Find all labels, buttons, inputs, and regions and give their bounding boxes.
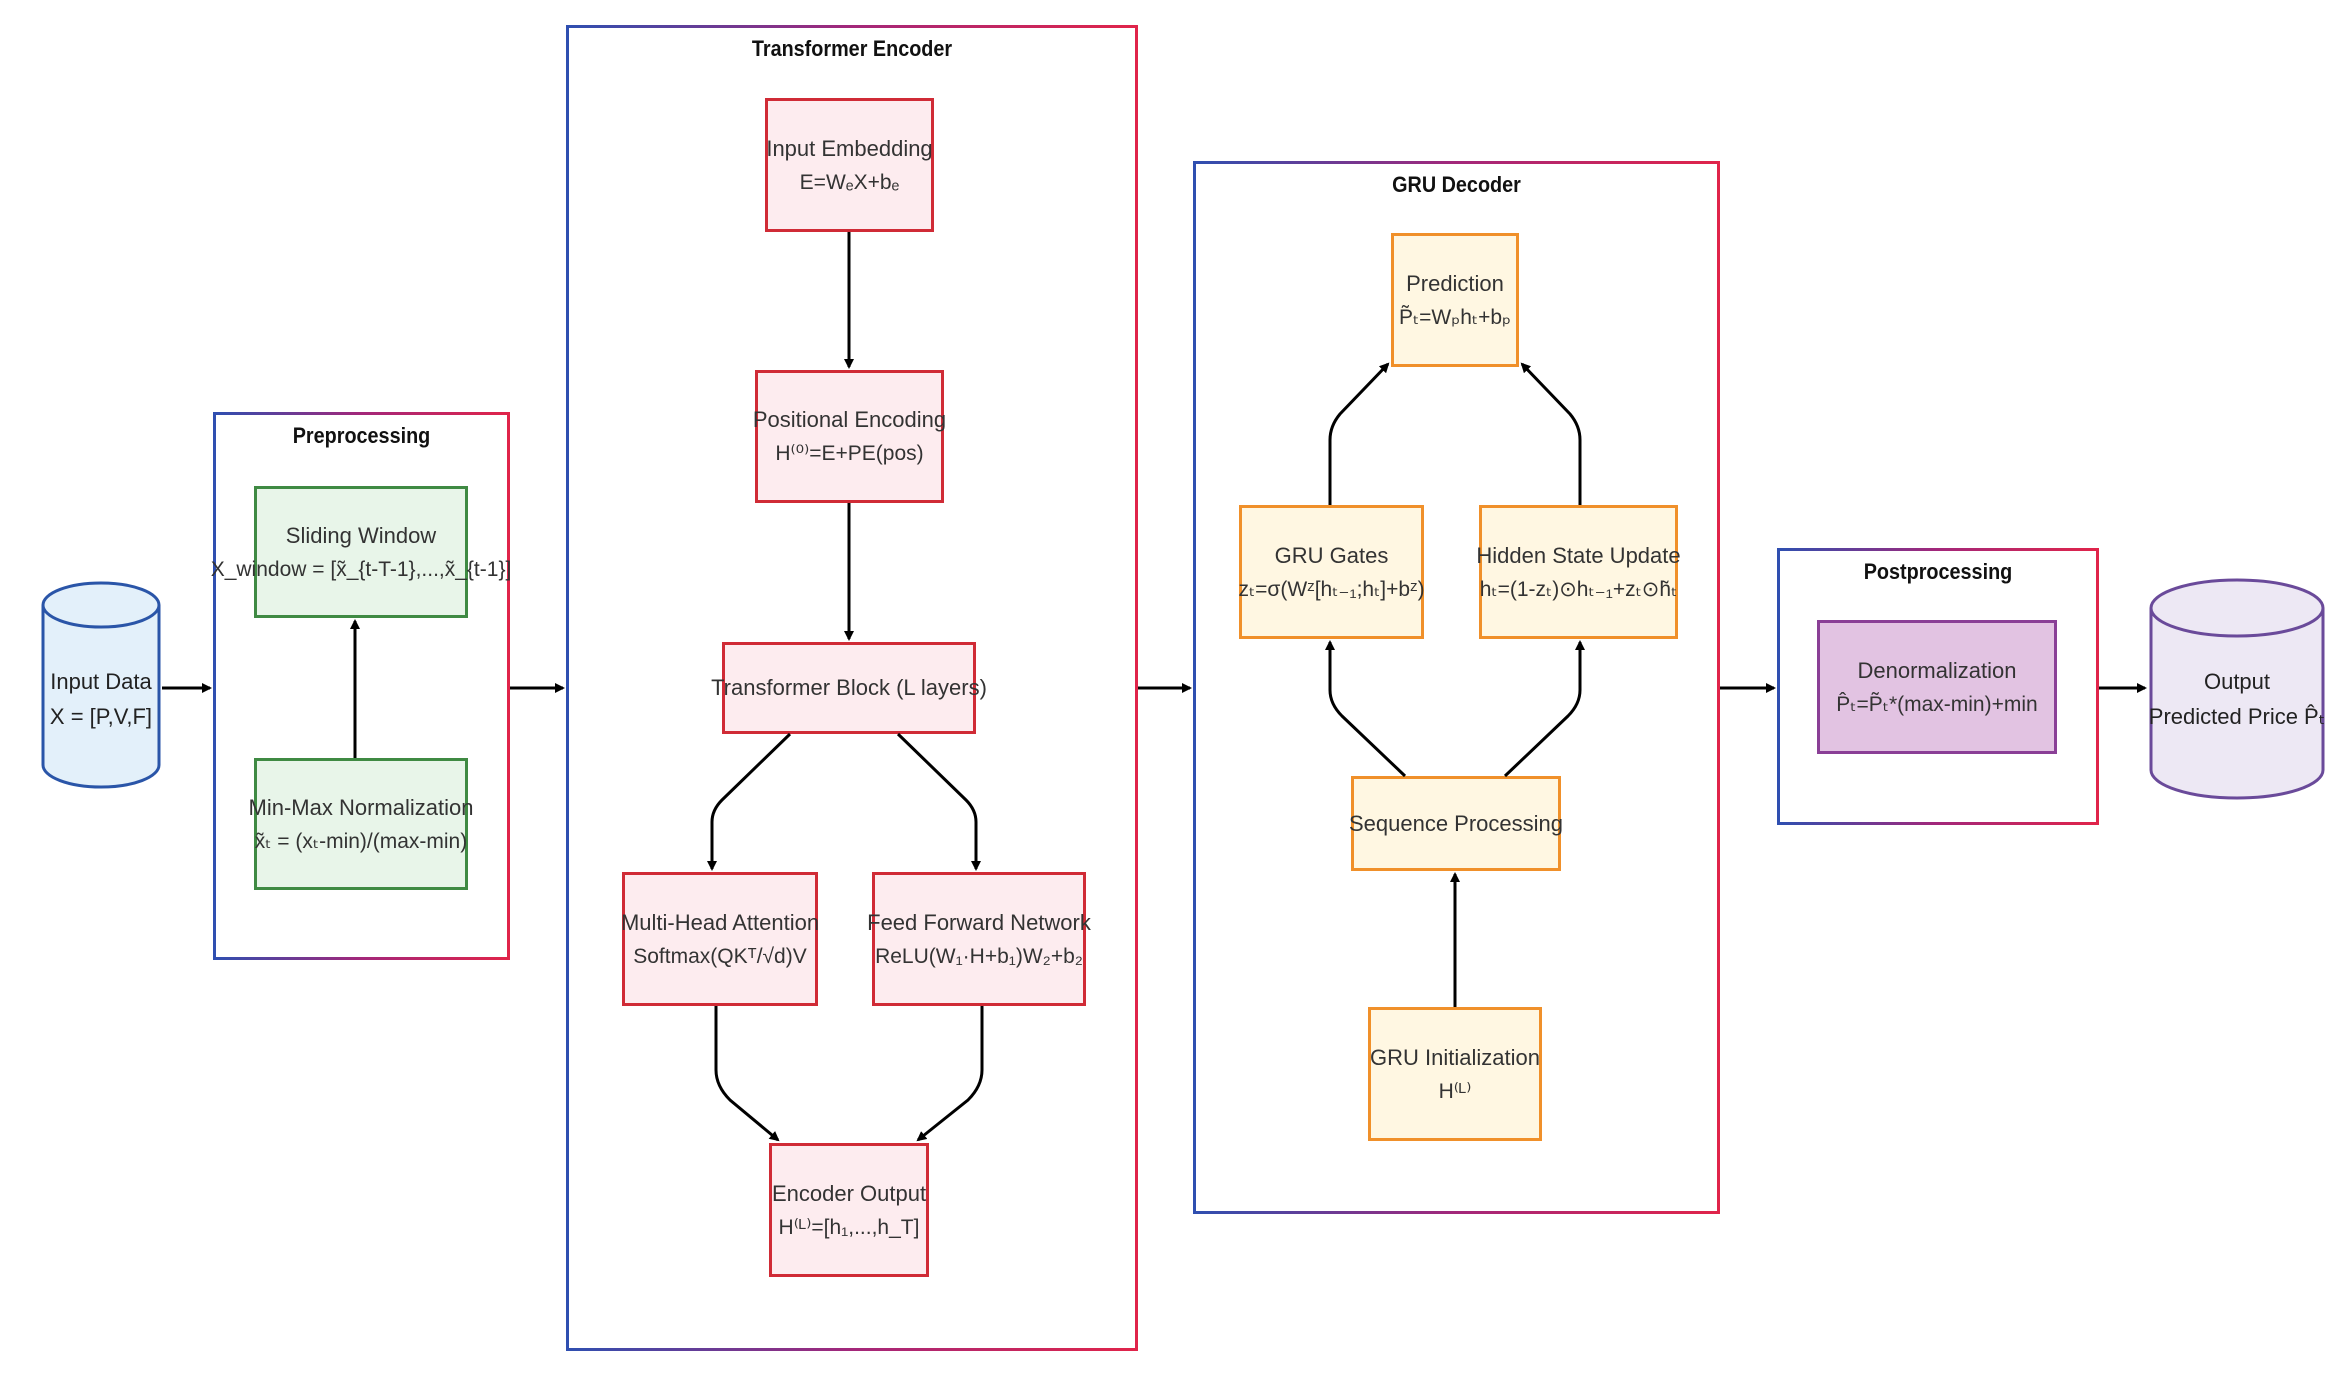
arrow-ffn-to-output — [916, 1006, 984, 1142]
hidden-state-formula: hₜ=(1-zₜ)⊙hₜ₋₁+zₜ⊙h̃ₜ — [1479, 577, 1678, 601]
encoder-output-node: Encoder Output H⁽ᴸ⁾=[h₁,...,h_T] — [769, 1143, 929, 1277]
input-cylinder-shape — [41, 581, 161, 789]
input-embedding-node: Input Embedding E=WₑX+bₑ — [765, 98, 934, 232]
transformer-block-title: Transformer Block (L layers) — [711, 675, 987, 701]
positional-encoding-formula: H⁽⁰⁾=E+PE(pos) — [775, 442, 924, 466]
output-title: Output — [2203, 669, 2271, 694]
sliding-window-node: Sliding Window X_window = [x̃_{t-T-1},..… — [211, 486, 511, 618]
arrow-hidden-to-prediction — [1520, 362, 1582, 505]
prediction-node: Prediction P̃ₜ=Wₚhₜ+bₚ — [1391, 233, 1519, 367]
positional-encoding-title: Positional Encoding — [752, 407, 947, 433]
normalization-node: Min-Max Normalization x̃ₜ = (xₜ-min)/(ma… — [249, 758, 473, 890]
positional-encoding-node: Positional Encoding H⁽⁰⁾=E+PE(pos) — [752, 370, 947, 503]
gru-initialization-node: GRU Initialization H⁽ᴸ⁾ — [1368, 1007, 1542, 1141]
sequence-processing-title: Sequence Processing — [1348, 810, 1564, 836]
sliding-window-formula: X_window = [x̃_{t-T-1},...,x̃_{t-1}] — [210, 557, 512, 581]
arrow-gates-to-prediction — [1328, 362, 1390, 505]
feed-forward-title: Feed Forward Network — [867, 909, 1091, 935]
transformer-encoder-title: Transformer Encoder — [751, 36, 953, 61]
output-cylinder-shape — [2149, 578, 2325, 800]
encoder-output-title: Encoder Output — [771, 1180, 927, 1206]
arrow-attention-to-output — [714, 1006, 780, 1142]
gru-gates-formula: zₜ=σ(Wᶻ[hₜ₋₁;hₜ]+bᶻ) — [1238, 577, 1425, 601]
gru-gates-title: GRU Gates — [1274, 542, 1389, 568]
input-data-cylinder: Input Data X = [P,V,F] — [40, 580, 162, 790]
feed-forward-node: Feed Forward Network ReLU(W₁·H+b₁)W₂+b₂ — [867, 872, 1091, 1006]
input-data-formula: X = [P,V,F] — [49, 704, 153, 730]
gru-gates-node: GRU Gates zₜ=σ(Wᶻ[hₜ₋₁;hₜ]+bᶻ) — [1238, 505, 1425, 639]
prediction-title: Prediction — [1406, 270, 1504, 296]
arrow-sequence-to-gates — [1325, 640, 1407, 778]
encoder-output-formula: H⁽ᴸ⁾=[h₁,...,h_T] — [778, 1215, 920, 1239]
transformer-block-node: Transformer Block (L layers) — [711, 642, 987, 734]
multi-head-attention-title: Multi-Head Attention — [620, 909, 820, 935]
sequence-processing-node: Sequence Processing — [1348, 776, 1564, 871]
gru-initialization-title: GRU Initialization — [1370, 1044, 1540, 1070]
multi-head-attention-formula: Softmax(QKᵀ/√d)V — [633, 944, 807, 968]
hidden-state-title: Hidden State Update — [1476, 542, 1681, 568]
arrow-block-to-ffn — [896, 732, 981, 871]
arrow-block-to-attention — [707, 732, 792, 871]
input-data-title: Input Data — [50, 669, 152, 694]
arrow-sequence-to-hidden — [1503, 640, 1585, 778]
input-embedding-formula: E=WₑX+bₑ — [799, 170, 900, 194]
denormalization-title: Denormalization — [1857, 657, 2017, 683]
output-cylinder: Output Predicted Price P̂ₜ — [2148, 578, 2326, 800]
gru-initialization-formula: H⁽ᴸ⁾ — [1438, 1079, 1472, 1103]
postprocessing-title: Postprocessing — [1863, 559, 2013, 584]
denormalization-node: Denormalization P̂ₜ=P̃ₜ*(max-min)+min — [1817, 620, 2057, 754]
gru-decoder-title: GRU Decoder — [1392, 172, 1521, 197]
feed-forward-formula: ReLU(W₁·H+b₁)W₂+b₂ — [875, 944, 1083, 968]
denormalization-formula: P̂ₜ=P̃ₜ*(max-min)+min — [1836, 692, 2038, 716]
normalization-formula: x̃ₜ = (xₜ-min)/(max-min) — [254, 829, 468, 853]
prediction-formula: P̃ₜ=Wₚhₜ+bₚ — [1398, 305, 1512, 329]
normalization-title: Min-Max Normalization — [248, 794, 474, 820]
multi-head-attention-node: Multi-Head Attention Softmax(QKᵀ/√d)V — [620, 872, 820, 1006]
hidden-state-node: Hidden State Update hₜ=(1-zₜ)⊙hₜ₋₁+zₜ⊙h̃… — [1476, 505, 1681, 639]
sliding-window-title: Sliding Window — [285, 522, 437, 548]
output-subtitle: Predicted Price P̂ₜ — [2148, 704, 2326, 730]
preprocessing-title: Preprocessing — [292, 423, 431, 448]
input-embedding-title: Input Embedding — [766, 135, 933, 161]
